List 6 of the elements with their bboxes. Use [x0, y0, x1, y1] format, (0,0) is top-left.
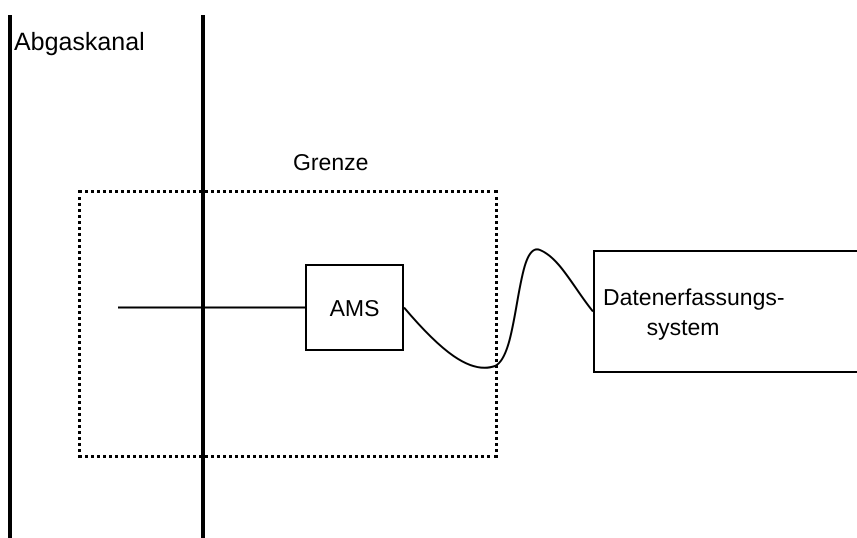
boundary-label: Grenze	[293, 149, 368, 176]
component-box: Datenerfassungs- system	[593, 250, 857, 373]
duct-label: Abgaskanal	[14, 28, 145, 57]
component-box: AMS	[305, 264, 404, 351]
probe-line	[118, 306, 305, 308]
cable-line	[403, 248, 594, 369]
